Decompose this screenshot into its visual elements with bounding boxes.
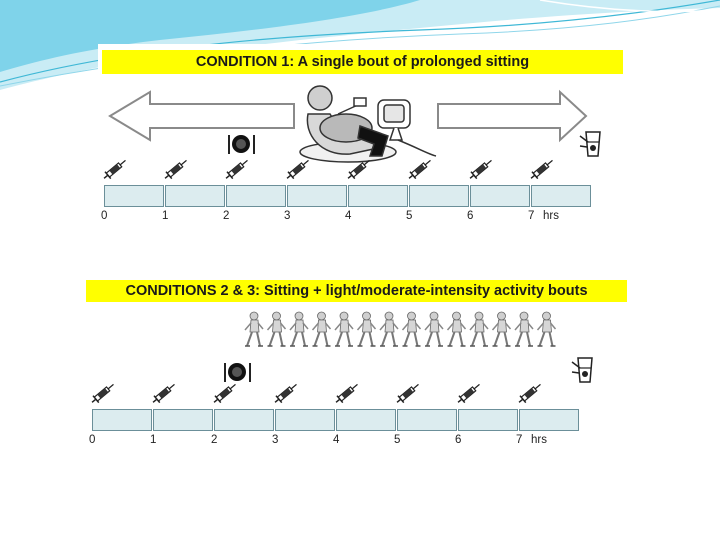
hour-label: 3 <box>272 434 279 446</box>
walking-person-icon <box>401 311 422 347</box>
plate-icon <box>228 135 255 154</box>
syringe-icon <box>408 159 431 180</box>
walking-person-icon <box>266 311 287 347</box>
activity-bouts-row <box>244 311 557 347</box>
timeline-segment <box>226 185 286 207</box>
timeline-segment <box>348 185 408 207</box>
condition-2-3-illustration <box>91 311 593 404</box>
left-arrow-icon <box>108 90 295 142</box>
walking-person-icon <box>379 311 399 347</box>
hour-label: 1 <box>150 434 157 446</box>
condition-2-3-panel: CONDITIONS 2 & 3: Sitting + light/modera… <box>84 276 630 454</box>
timeline-segment <box>214 409 274 431</box>
walking-person-icon <box>289 311 309 347</box>
hours-unit-label: hrs <box>531 434 547 446</box>
timeline-segment <box>409 185 469 207</box>
syringe-icon <box>213 383 236 404</box>
walking-person-icon <box>356 311 377 347</box>
syringe-icon <box>274 383 297 404</box>
condition-1-panel: CONDITION 1: A single bout of prolonged … <box>98 44 626 226</box>
drink-icon <box>579 131 601 157</box>
timeline-segment <box>104 185 164 207</box>
condition-1-timeline <box>104 185 592 207</box>
hour-label: 6 <box>467 210 474 222</box>
syringe-icon <box>152 383 175 404</box>
hour-label: 1 <box>162 210 169 222</box>
timeline-segment <box>92 409 152 431</box>
hour-label: 5 <box>406 210 413 222</box>
timeline-segment <box>153 409 213 431</box>
timeline-segment <box>470 185 530 207</box>
sitting-person-icon <box>299 85 437 163</box>
walking-person-icon <box>536 311 557 347</box>
timeline-segment <box>397 409 457 431</box>
hour-label: 6 <box>455 434 462 446</box>
walking-person-icon <box>491 311 512 347</box>
hour-label: 5 <box>394 434 401 446</box>
timeline-segment <box>275 409 335 431</box>
hours-unit-label: hrs <box>543 210 559 222</box>
syringe-icon <box>91 383 114 404</box>
syringe-icon <box>469 159 492 180</box>
hour-label: 4 <box>345 210 352 222</box>
right-arrow-icon <box>437 89 588 143</box>
walking-person-icon <box>446 311 467 347</box>
syringe-icon <box>530 159 553 180</box>
plate-icon <box>224 363 251 382</box>
condition-1-illustration <box>103 85 601 180</box>
condition-2-3-title: CONDITIONS 2 & 3: Sitting + light/modera… <box>86 280 627 302</box>
hour-label: 3 <box>284 210 291 222</box>
blood-sample-markers <box>103 159 553 180</box>
timeline-segment <box>287 185 347 207</box>
hour-label: 0 <box>101 210 108 222</box>
syringe-icon <box>335 383 358 404</box>
walking-person-icon <box>469 311 489 347</box>
walking-person-icon <box>244 311 264 347</box>
hour-label: 7 <box>516 434 523 446</box>
blood-sample-markers <box>91 383 541 404</box>
syringe-icon <box>396 383 419 404</box>
timeline-segment <box>165 185 225 207</box>
hour-label: 0 <box>89 434 96 446</box>
hour-label: 4 <box>333 434 340 446</box>
timeline-segment <box>531 185 591 207</box>
timeline-segment <box>336 409 396 431</box>
syringe-icon <box>164 159 187 180</box>
syringe-icon <box>286 159 309 180</box>
condition-1-title: CONDITION 1: A single bout of prolonged … <box>102 50 623 74</box>
drink-icon <box>571 357 593 383</box>
hour-label: 7 <box>528 210 535 222</box>
syringe-icon <box>347 159 370 180</box>
walking-person-icon <box>334 311 354 347</box>
hour-label: 2 <box>211 434 218 446</box>
timeline-segment <box>519 409 579 431</box>
hour-label: 2 <box>223 210 230 222</box>
syringe-icon <box>518 383 541 404</box>
walking-person-icon <box>514 311 534 347</box>
syringe-icon <box>457 383 480 404</box>
syringe-icon <box>103 159 126 180</box>
timeline-segment <box>458 409 518 431</box>
walking-person-icon <box>424 311 444 347</box>
walking-person-icon <box>311 311 332 347</box>
condition-2-3-timeline <box>92 409 580 431</box>
syringe-icon <box>225 159 248 180</box>
